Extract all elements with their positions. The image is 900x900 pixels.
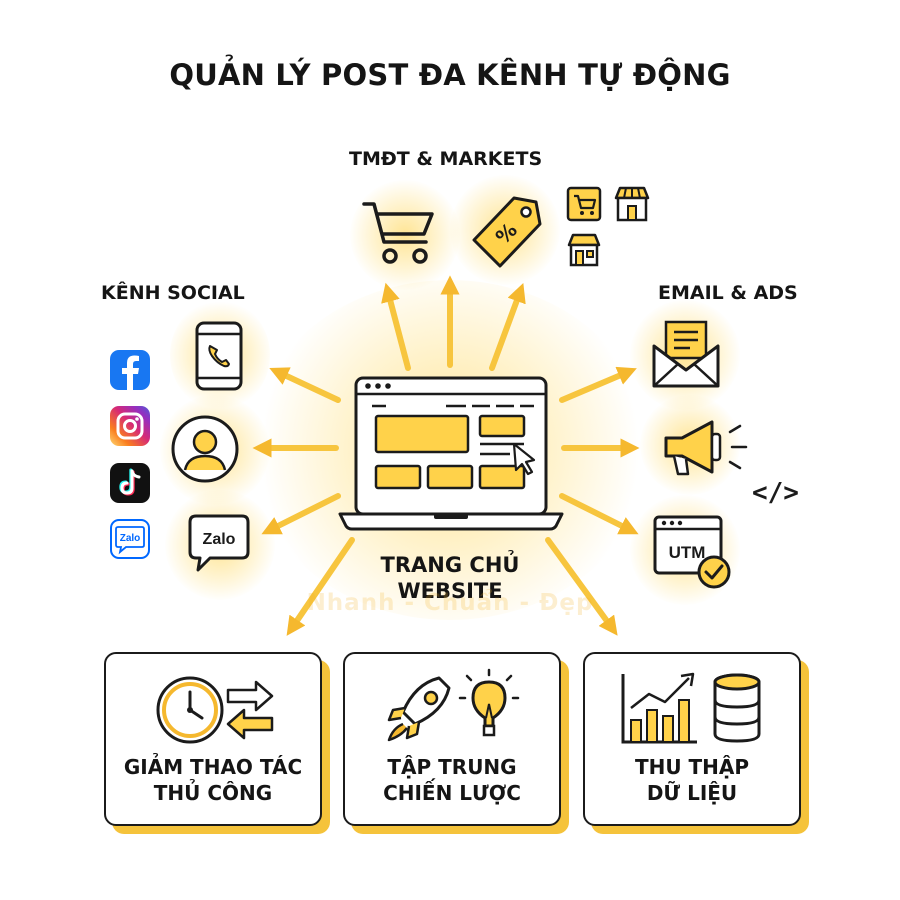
card1-label-line1: GIẢM THAO TÁC: [123, 755, 303, 779]
lightbulb-icon: [458, 668, 520, 737]
zalo-logo[interactable]: Zalo: [110, 519, 150, 559]
center-label-line1: TRANG CHỦ: [380, 553, 520, 577]
arrow-to-mail: [559, 366, 637, 403]
card1-icons: [156, 676, 274, 744]
benefit-card-manual-reduction: GIẢM THAO TÁC THỦ CÔNG: [104, 652, 322, 826]
card1-label: GIẢM THAO TÁC THỦ CÔNG: [106, 754, 320, 806]
group-label-social: KÊNH SOCIAL: [101, 282, 245, 304]
code-icon: </>: [752, 478, 799, 508]
card3-icons: [621, 672, 761, 744]
email-envelope-icon: [652, 320, 720, 388]
facebook-icon: [122, 355, 139, 390]
zalo-logo-text: Zalo: [120, 533, 141, 544]
megaphone-icon: [664, 420, 748, 476]
facebook-logo[interactable]: [110, 350, 150, 390]
group-label-ecommerce: TMĐT & MARKETS: [349, 148, 543, 170]
card1-label-line2: THỦ CÔNG: [153, 781, 273, 805]
card2-icons: [387, 668, 520, 742]
database-icon: [713, 673, 761, 743]
tiktok-logo[interactable]: [110, 463, 150, 503]
arrow-to-zalo: [261, 493, 341, 535]
group-label-email-ads: EMAIL & ADS: [658, 282, 798, 304]
arrow-to-phone: [269, 367, 341, 403]
growth-chart-icon: [621, 672, 697, 744]
benefit-card-data-collection: THU THẬP DỮ LIỆU: [583, 652, 801, 826]
card2-label-line2: CHIẾN LƯỢC: [383, 781, 521, 805]
laptop-website-icon: [338, 376, 564, 531]
arrow-to-tag: [489, 282, 526, 371]
instagram-logo[interactable]: [110, 406, 150, 446]
clock-icon: [156, 676, 224, 744]
zalo-chat-icon: Zalo: [188, 514, 250, 572]
instagram-icon: [116, 412, 144, 440]
price-tag-icon: %: [472, 196, 542, 268]
tiktok-icon: [119, 468, 141, 496]
store-icon: [614, 186, 650, 222]
utm-tracking-icon: UTM: [653, 515, 731, 589]
card3-label-line1: THU THẬP: [634, 755, 750, 779]
card3-label-line2: DỮ LIỆU: [646, 781, 738, 805]
zalo-logo-icon: Zalo: [115, 526, 145, 555]
cart-box-icon: [566, 186, 602, 222]
store-small-icon: [567, 233, 601, 267]
card2-label: TẬP TRUNG CHIẾN LƯỢC: [345, 754, 559, 806]
smartphone-icon: [195, 321, 243, 391]
utm-text: UTM: [669, 543, 706, 562]
user-profile-icon: [171, 415, 239, 483]
center-label-line2: WEBSITE: [397, 579, 503, 604]
card3-label: THU THẬP DỮ LIỆU: [585, 754, 799, 806]
zalo-chat-text: Zalo: [203, 531, 236, 548]
arrow-to-card-left: [286, 537, 355, 636]
center-website-label: TRANG CHỦ WEBSITE: [330, 552, 570, 605]
watermark-text: Nhanh - Chuẩn - Đẹp: [306, 590, 594, 616]
card2-label-line1: TẬP TRUNG: [387, 755, 517, 779]
arrow-to-utm: [559, 493, 639, 535]
arrow-to-cart: [381, 282, 411, 371]
swap-arrows-icon: [226, 680, 274, 740]
page-title: QUẢN LÝ POST ĐA KÊNH TỰ ĐỘNG: [169, 58, 731, 92]
benefit-card-strategy-focus: TẬP TRUNG CHIẾN LƯỢC: [343, 652, 561, 826]
rocket-icon: [387, 676, 451, 742]
shopping-cart-icon: [362, 202, 434, 264]
arrow-to-card-right: [545, 537, 618, 636]
